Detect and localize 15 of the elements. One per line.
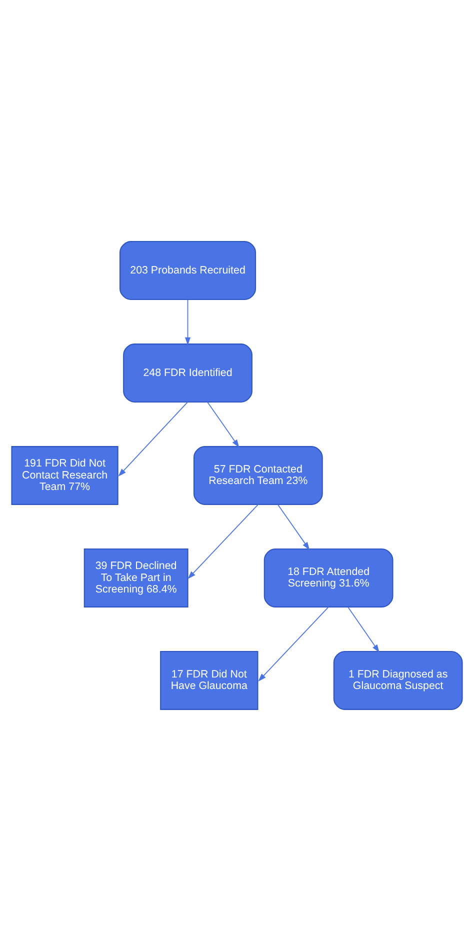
arrow bbox=[258, 606, 330, 682]
arrow bbox=[348, 606, 380, 653]
node-box: 18 FDR Attended Screening 31.6% bbox=[264, 548, 394, 608]
node-box: 1 FDR Diagnosed as Glaucoma Suspect bbox=[333, 650, 463, 710]
arrow bbox=[118, 402, 188, 476]
node-box: 57 FDR Contacted Research Team 23% bbox=[193, 446, 323, 505]
node-box: 191 FDR Did Not Contact Research Team 77% bbox=[11, 446, 118, 505]
arrow bbox=[207, 402, 240, 448]
node-box: 203 Probands Recruited bbox=[120, 241, 256, 300]
node-box: 17 FDR Did Not Have Glaucoma bbox=[160, 650, 258, 710]
arrow bbox=[188, 504, 259, 579]
node-box: 39 FDR Declined To Take Part in Screening 68.4% bbox=[84, 548, 188, 608]
arrow bbox=[184, 299, 191, 346]
arrow bbox=[278, 504, 310, 550]
node-box: 248 FDR Identified bbox=[123, 344, 252, 403]
